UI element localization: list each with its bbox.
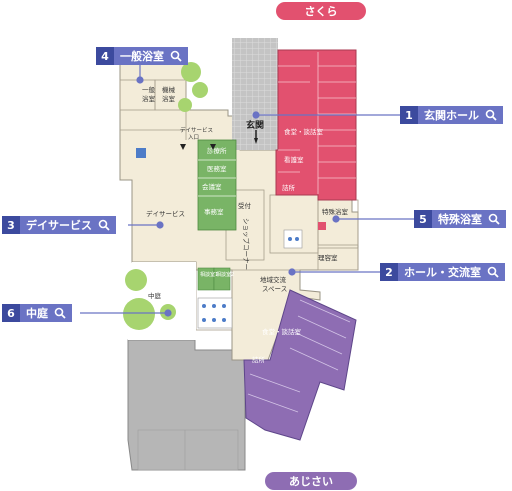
- machine-bath-label-2: 浴室: [162, 94, 176, 103]
- callout-entrance-hall[interactable]: 1 玄関ホール: [400, 106, 503, 124]
- magnifier-icon: [170, 50, 182, 62]
- callout-label: 一般浴室: [120, 50, 164, 63]
- callout-special-bath[interactable]: 5 特殊浴室: [414, 210, 506, 228]
- lower-wing-room: [137, 429, 239, 471]
- pink-dining-label: 食堂・談話室: [284, 127, 324, 136]
- callout-label: 玄関ホール: [424, 109, 479, 122]
- bottom-pill[interactable]: あじさい: [265, 472, 357, 490]
- day-entrance-label-1: デイサービス: [180, 126, 213, 134]
- office-block: 診療所 医務室 会議室 事務室: [197, 139, 237, 231]
- callout-courtyard[interactable]: 6 中庭: [2, 304, 72, 322]
- callout-label: ホール・交流室: [404, 266, 481, 279]
- pink-small-label: 看護室: [284, 155, 304, 164]
- entrance-trees: [178, 62, 208, 112]
- special-bath-marker: [318, 222, 326, 230]
- pink-wing: [275, 49, 357, 201]
- courtyard-label: 中庭: [148, 291, 162, 300]
- barber-label: 理容室: [318, 253, 338, 262]
- entrance-plaza-lower: [232, 116, 276, 150]
- medical-label: 医務室: [207, 164, 227, 173]
- entrance-arrow-icon: [254, 138, 258, 144]
- callout-number: 4: [96, 47, 114, 65]
- pink-station-label: 詰所: [282, 183, 296, 192]
- entrance-label: 玄関: [246, 119, 264, 131]
- day-entrance-arrow-icon: [180, 144, 186, 150]
- purple-dining-label: 食堂・談話室: [262, 327, 302, 336]
- magnifier-icon: [488, 213, 500, 225]
- callout-number: 1: [400, 106, 418, 124]
- magnifier-icon: [485, 109, 497, 121]
- callout-hall-exchange[interactable]: 2 ホール・交流室: [380, 263, 505, 281]
- pink-wing-rooms: [278, 52, 356, 194]
- purple-station-label: 詰所: [252, 355, 266, 364]
- callout-number: 3: [2, 216, 20, 234]
- day-entrance-label-2: 入口: [188, 134, 199, 141]
- shop-corner-label: ショップコーナー: [242, 218, 250, 270]
- top-pill-label: さくら: [305, 5, 338, 18]
- accessible-toilet-icon: [136, 148, 146, 158]
- callout-connectors: [80, 64, 414, 317]
- meeting-label: 会議室: [202, 182, 222, 191]
- callout-label: 特殊浴室: [438, 213, 482, 226]
- consult-rooms: 相談室1 相談室2: [197, 267, 234, 291]
- callout-day-service[interactable]: 3 デイサービス: [2, 216, 116, 234]
- machine-bath-label-1: 機械: [162, 85, 176, 94]
- toilet-block: [197, 229, 303, 329]
- callout-number: 5: [414, 210, 432, 228]
- callout-number: 2: [380, 263, 398, 281]
- magnifier-icon: [487, 266, 499, 278]
- callout-number: 6: [2, 304, 20, 322]
- day-service-label: デイサービス: [146, 209, 185, 218]
- magnifier-icon: [98, 219, 110, 231]
- general-bath-label-1: 一般: [142, 85, 156, 94]
- callout-label: デイサービス: [26, 219, 92, 232]
- office-label: 事務室: [204, 207, 224, 216]
- special-bath-label: 特殊浴室: [322, 207, 349, 216]
- callout-general-bath[interactable]: 4 一般浴室: [96, 47, 188, 65]
- day-entrance-arrow-icon-2: [210, 144, 216, 150]
- exchange-label-1: 地域交流: [260, 275, 287, 284]
- clinic-label: 診療所: [207, 146, 227, 155]
- consult-2-label: 相談室2: [216, 271, 234, 278]
- bottom-pill-label: あじさい: [289, 475, 333, 488]
- reception-label: 受付: [238, 201, 252, 210]
- consult-1-label: 相談室1: [200, 271, 218, 278]
- top-pill[interactable]: さくら: [276, 2, 366, 20]
- exchange-label-2: スペース: [262, 285, 287, 293]
- purple-wing-rooms: [247, 299, 351, 413]
- magnifier-icon: [54, 307, 66, 319]
- general-bath-label-2: 浴室: [142, 94, 156, 103]
- callout-label: 中庭: [26, 307, 48, 320]
